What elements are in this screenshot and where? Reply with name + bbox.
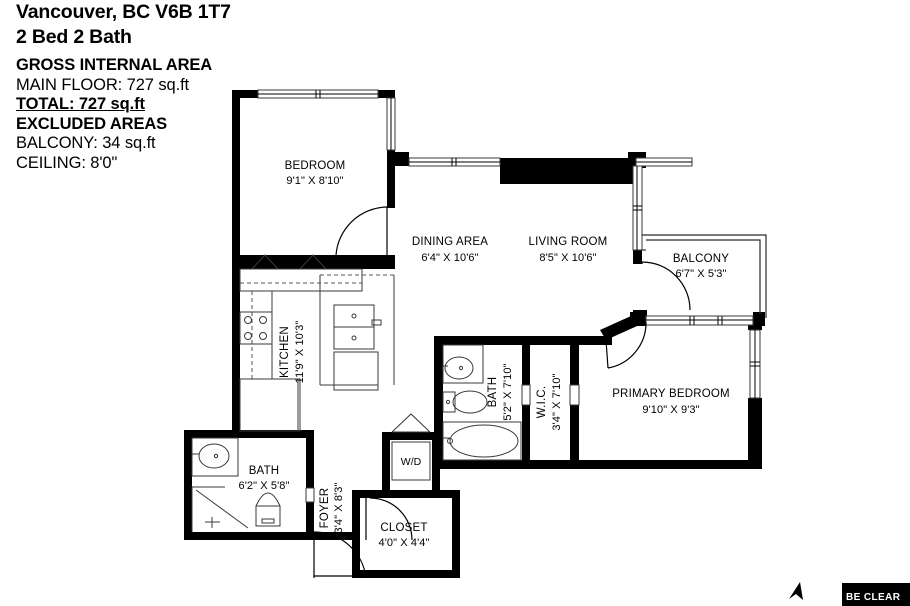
room-label-living-room: LIVING ROOM [529,236,608,248]
room-label-bath-second: BATH [249,465,280,477]
wall-structure [184,90,765,578]
room-dims-bedroom: 9'1" X 8'10" [286,175,343,187]
room-dims-kitchen: 11'9" X 10'3" [294,321,306,384]
room-dims-bath-second: 6'2" X 5'8" [238,480,289,492]
brand-logo: BE CLEAR [842,583,910,606]
door-swing-group [313,206,691,579]
excluded-areas-heading: EXCLUDED AREAS [16,114,168,133]
room-label-balcony: BALCONY [673,253,729,265]
washer-dryer [391,413,431,481]
balcony-area [642,234,767,318]
room-label-wic: W.I.C. [536,386,548,419]
second-bath-fixtures [191,437,281,532]
main-bath-fixtures [442,344,522,461]
total-area: TOTAL: 727 sq.ft [16,95,145,113]
main-floor-area: MAIN FLOOR: 727 sq.ft [16,75,190,94]
room-label-dining-area: DINING AREA [412,236,488,248]
address-line-2: 2 Bed 2 Bath [16,26,132,48]
room-dims-living-room: 8'5" X 10'6" [539,252,596,264]
ceiling-height: CEILING: 8'0" [16,153,118,172]
kitchen-fixtures [239,254,395,432]
brand-logo-text: BE CLEAR [846,592,901,603]
room-label-bath-main: BATH [487,377,499,408]
room-dims-foyer: 3'4" X 8'3" [333,482,345,533]
room-label-group: BEDROOM 9'1" X 8'10" DINING AREA 6'4" X … [238,160,729,549]
gross-internal-area-heading: GROSS INTERNAL AREA [16,56,213,74]
room-dims-closet: 4'0" X 4'4" [378,537,429,549]
address-line-1: Vancouver, BC V6B 1T7 [16,1,231,23]
room-label-primary-bedroom: PRIMARY BEDROOM [612,388,730,400]
room-dims-primary-bedroom: 9'10" X 9'3" [642,404,699,416]
room-dims-dining-area: 6'4" X 10'6" [421,252,478,264]
balcony-excluded-area: BALCONY: 34 sq.ft [16,134,156,152]
area-summary-block: GROSS INTERNAL AREA MAIN FLOOR: 727 sq.f… [16,56,436,173]
header-text-block: Vancouver, BC V6B 1T7 2 Bed 2 Bath GROSS… [16,0,436,173]
room-dims-wic: 3'4" X 7'10" [551,373,563,430]
room-label-closet: CLOSET [380,522,427,534]
room-label-foyer: FOYER [319,488,331,529]
appliance-label-washer-dryer: W/D [401,456,422,468]
window-group [257,89,761,503]
room-label-bedroom: BEDROOM [285,160,346,172]
room-dims-bath-main: 5'2" X 7'10" [502,363,514,420]
room-dims-balcony: 6'7" X 5'3" [675,268,726,280]
room-label-kitchen: KITCHEN [279,326,291,378]
north-arrow-icon [789,582,803,600]
